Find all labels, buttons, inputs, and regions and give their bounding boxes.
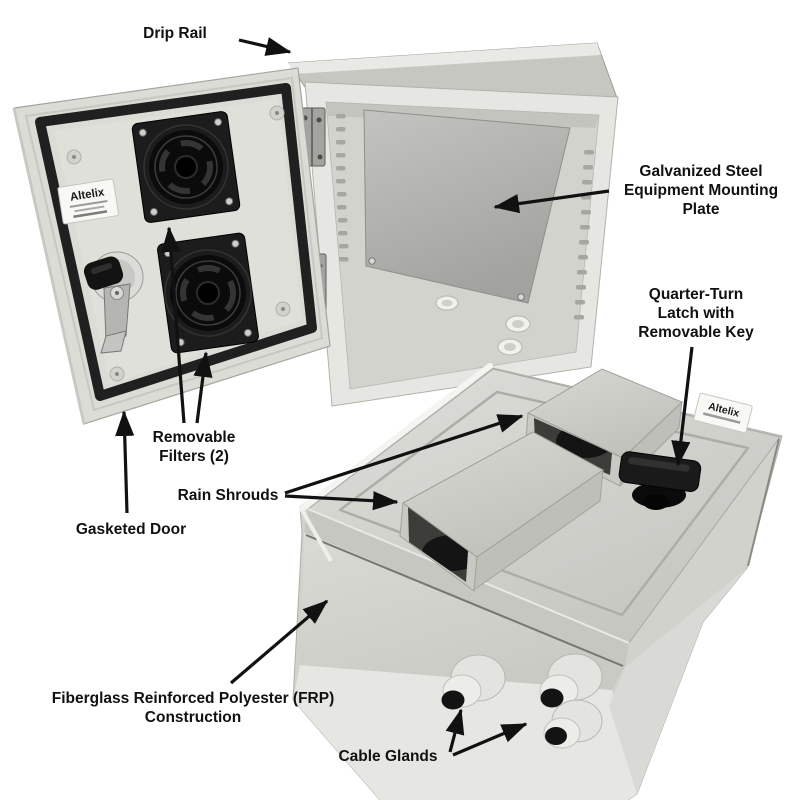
vent-slots-left — [336, 114, 349, 262]
fan-filter-top — [131, 111, 241, 223]
closed-enclosure: Altelix — [292, 363, 783, 800]
door-gasket — [35, 83, 317, 401]
gasketed-door: Altelix — [12, 67, 331, 425]
latch-cam — [103, 283, 131, 343]
drip-rail-arrow — [238, 37, 292, 56]
lid-right-seam — [747, 438, 780, 567]
lid-skirt — [304, 509, 629, 667]
enclosure-body — [304, 81, 619, 407]
door-edge-highlight — [12, 107, 86, 425]
gland-knockouts — [435, 295, 531, 356]
altelix-label-door: Altelix — [57, 178, 119, 225]
fan-filter-bottom — [157, 232, 259, 354]
door-lock — [83, 251, 144, 354]
mounting-plate — [363, 109, 571, 304]
callout-arrows — [115, 37, 694, 757]
front-face — [300, 532, 625, 690]
frp-construction-label: Fiberglass Reinforced Polyester (FRP) Co… — [51, 690, 335, 726]
rain-shrouds-arrows — [284, 414, 524, 511]
open-enclosure — [288, 42, 619, 407]
plate-screw — [368, 257, 376, 265]
gasketed-door-label: Gasketed Door — [75, 521, 187, 538]
lid-ridge — [338, 390, 750, 617]
door-screw-bosses — [66, 105, 291, 382]
cable-glands-label: Cable Glands — [338, 748, 438, 765]
brand-text-door: Altelix — [69, 186, 106, 203]
quarter-turn-latch-label: Quarter-Turn Latch with Removable Key — [638, 286, 754, 341]
cable-gland-3 — [543, 699, 603, 749]
latch-arrow — [671, 346, 694, 467]
gasketed-door-arrow — [115, 410, 135, 514]
mounting-plate-arrow — [493, 189, 610, 214]
vent-slots-right — [574, 150, 594, 320]
drip-rail-label: Drip Rail — [143, 25, 207, 42]
removable-filters-label: Removable Filters (2) — [152, 429, 236, 465]
removable-key — [83, 256, 124, 290]
cable-glands-arrows — [445, 708, 528, 757]
right-face — [609, 568, 747, 794]
rain-shroud-front — [399, 431, 604, 592]
lid-drip-edge — [299, 363, 493, 512]
filters-arrows — [161, 226, 213, 424]
frp-arrow — [229, 599, 329, 685]
plate-screw — [517, 293, 525, 301]
rain-shrouds-label: Rain Shrouds — [177, 487, 279, 504]
mounting-plate-label: Galvanized Steel Equipment Mounting Plat… — [623, 163, 779, 218]
cable-gland-1 — [441, 654, 506, 710]
altelix-label-lid: Altelix — [693, 392, 753, 434]
